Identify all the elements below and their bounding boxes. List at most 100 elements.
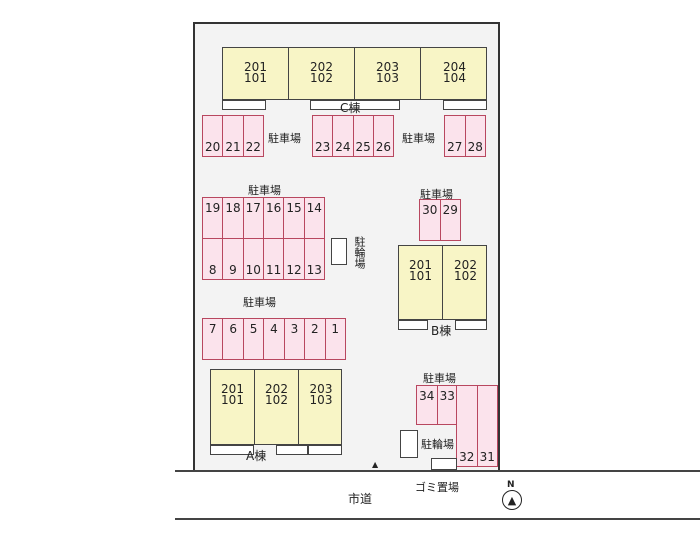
parking-space[interactable]: 3 [283, 318, 306, 360]
parking-space[interactable]: 24 [332, 115, 354, 157]
unit-lower-number: 102 [310, 71, 333, 85]
bike-parking-label: 駐輪場 [353, 236, 366, 269]
unit-lower-number: 103 [309, 393, 333, 407]
parking-space[interactable]: 25 [352, 115, 374, 157]
balcony [310, 100, 400, 110]
parking-space[interactable]: 30 [419, 199, 441, 241]
unit-upper-number: 202 [310, 60, 333, 74]
parking-space[interactable]: 7 [202, 318, 224, 360]
parking-space[interactable]: 27 [444, 115, 466, 157]
building-label-c: C棟 [340, 101, 361, 115]
unit-upper-number: 203 [309, 382, 333, 396]
parking-space[interactable]: 23 [312, 115, 334, 157]
parking-space[interactable]: 34 [416, 385, 438, 425]
balcony [398, 320, 428, 330]
parking-space[interactable]: 15 [283, 197, 305, 239]
unit-upper-number: 204 [443, 60, 466, 74]
north-compass-icon: ▲ [502, 490, 522, 510]
garbage-label: ゴミ置場 [415, 481, 459, 494]
unit-lower-number: 101 [409, 269, 432, 283]
parking-label: 駐車場 [420, 188, 453, 201]
parking-space[interactable]: 32 [456, 385, 478, 467]
parking-space[interactable]: 12 [283, 238, 305, 280]
parking-space[interactable]: 13 [303, 238, 325, 280]
parking-space[interactable]: 17 [242, 197, 264, 239]
unit-upper-number: 203 [376, 60, 399, 74]
road-label: 市道 [348, 492, 373, 506]
balcony [210, 445, 254, 455]
parking-space[interactable]: 10 [242, 238, 264, 280]
parking-space[interactable]: 9 [222, 238, 244, 280]
balcony [222, 100, 266, 110]
parking-space[interactable]: 5 [242, 318, 265, 360]
parking-space[interactable]: 19 [202, 197, 224, 239]
parking-space[interactable]: 14 [303, 197, 325, 239]
parking-space[interactable]: 4 [263, 318, 285, 360]
balcony [455, 320, 487, 330]
parking-space[interactable]: 1 [324, 318, 346, 360]
parking-space[interactable]: 18 [222, 197, 244, 239]
parking-label: 駐車場 [402, 132, 435, 145]
parking-space[interactable]: 28 [464, 115, 486, 157]
road-edge-bottom [175, 518, 700, 520]
unit-lower-number: 104 [443, 71, 466, 85]
unit-lower-number: 101 [221, 393, 244, 407]
unit-lower-number: 103 [376, 71, 399, 85]
unit-upper-number: 202 [265, 382, 288, 396]
unit-upper-number: 201 [221, 382, 244, 396]
parking-space[interactable]: 20 [202, 115, 224, 157]
balcony [308, 445, 342, 455]
parking-space[interactable]: 11 [262, 238, 285, 280]
garbage-area [431, 458, 457, 470]
bike-parking-area [331, 238, 347, 265]
parking-space[interactable]: 2 [304, 318, 326, 360]
parking-space[interactable]: 33 [436, 385, 458, 425]
balcony [443, 100, 487, 110]
bike-parking-area [400, 430, 418, 458]
unit-upper-number: 202 [454, 258, 477, 272]
parking-label: 駐車場 [243, 296, 276, 309]
parking-space[interactable]: 16 [262, 197, 285, 239]
parking-label: 駐車場 [423, 372, 456, 385]
unit-lower-number: 101 [244, 71, 267, 85]
parking-space[interactable]: 22 [242, 115, 264, 157]
parking-space[interactable]: 26 [372, 115, 394, 157]
parking-space[interactable]: 6 [222, 318, 244, 360]
parking-space[interactable]: 31 [476, 385, 498, 467]
unit-lower-number: 102 [454, 269, 477, 283]
entrance-marker-icon: ▲ [372, 460, 379, 469]
parking-label: 駐車場 [248, 184, 281, 197]
parking-space[interactable]: 29 [439, 199, 461, 241]
parking-label: 駐車場 [268, 132, 301, 145]
parking-space[interactable]: 21 [222, 115, 244, 157]
parking-space[interactable]: 8 [202, 238, 224, 280]
building-label-a: A棟 [246, 449, 267, 463]
